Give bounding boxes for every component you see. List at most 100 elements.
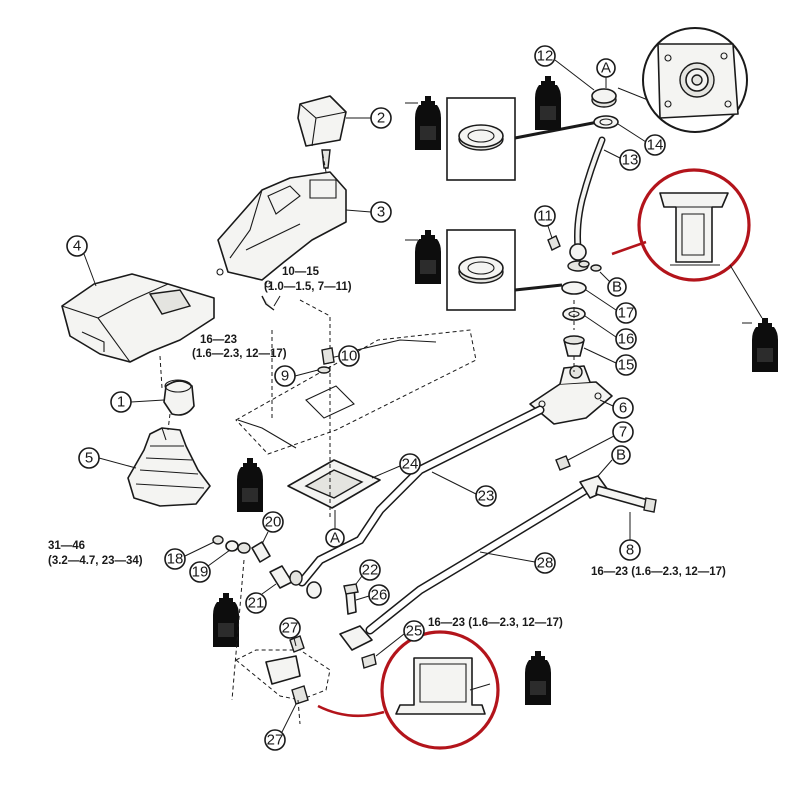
callout-16-label: 16 (618, 331, 635, 348)
callout-17-label: 17 (618, 305, 635, 322)
callout-28: 28 (534, 552, 556, 574)
part-bushing-upper (591, 88, 619, 129)
ref-mark-b-top: B (607, 277, 627, 297)
grease-bottle-icon (213, 593, 239, 647)
torque-spec-31-46-line1: 31—46 (48, 540, 85, 552)
callout-5: 5 (78, 447, 100, 469)
callout-1: 1 (110, 391, 132, 413)
callout-3: 3 (370, 201, 392, 223)
torque-spec-10-15-line2: (1.0—1.5, 7—11) (264, 281, 352, 293)
torque-spec-16-23-left-line2: (1.6—2.3, 12—17) (192, 348, 287, 360)
ref-mark-a-top-label: A (601, 60, 611, 77)
grease-bottle-icon (415, 96, 441, 150)
callout-24: 24 (399, 453, 421, 475)
grease-bottle-icon (535, 76, 561, 130)
detail-box-middle (446, 229, 563, 311)
callout-19: 19 (189, 561, 211, 583)
part-knob-cover (297, 95, 347, 169)
callout-8: 8 (619, 539, 641, 561)
part-shift-lever (567, 136, 606, 272)
part-bolt-11 (547, 235, 561, 251)
callout-24-label: 24 (402, 456, 419, 473)
callout-9-label: 9 (281, 368, 289, 385)
part-rear-console (61, 273, 215, 363)
part-dust-plate (287, 459, 381, 509)
callout-27-lower-label: 27 (267, 732, 284, 749)
torque-spec-10-15-line1: 10—15 (282, 266, 320, 278)
torque-spec-16-23-left-line1: 16—23 (200, 334, 237, 346)
callout-18-label: 18 (167, 551, 184, 568)
grease-bottle-icon (752, 318, 778, 372)
grease-bottle-icon (525, 651, 551, 705)
callout-27-upper-label: 27 (282, 620, 299, 637)
detail-magnifier-right (611, 168, 763, 319)
part-shift-knob (163, 379, 195, 416)
callout-15-label: 15 (618, 357, 635, 374)
detail-box-upper (446, 97, 599, 181)
callout-8-label: 8 (626, 542, 634, 559)
callout-22: 22 (359, 559, 381, 581)
torque-spec-16-23-left: 16—23 (1.6—2.3, 12—17) (192, 334, 287, 360)
ref-mark-b-lower-label: B (616, 447, 626, 464)
callout-25-label: 25 (406, 623, 423, 640)
callout-18: 18 (164, 548, 186, 570)
callout-23: 23 (475, 485, 497, 507)
torque-spec-16-23-right-line1: 16—23 (1.6—2.3, 12—17) (591, 566, 726, 578)
callout-2: 2 (370, 107, 392, 129)
part-clevis (579, 475, 657, 513)
torque-spec-16-23-bottom: 16—23 (1.6—2.3, 12—17) (428, 617, 563, 629)
part-boot (127, 427, 211, 507)
ref-mark-a-top: A (596, 58, 616, 78)
callout-6-label: 6 (619, 400, 627, 417)
callout-4-label: 4 (73, 238, 81, 255)
callout-11: 11 (534, 205, 556, 227)
ref-mark-a-bottom-label: A (330, 530, 340, 547)
callout-10-label: 10 (341, 348, 358, 365)
nut-10 (321, 347, 335, 365)
callout-3-label: 3 (377, 204, 385, 221)
torque-spec-10-15: 10—15 (1.0—1.5, 7—11) (264, 266, 352, 293)
callout-17: 17 (615, 302, 637, 324)
part-lower-joint (235, 583, 377, 725)
grease-bottle-icon (237, 458, 263, 512)
torque-spec-16-23-right: 16—23 (1.6—2.3, 12—17) (591, 566, 726, 578)
callout-20-label: 20 (265, 514, 282, 531)
part-bushings-left (212, 535, 322, 599)
callout-9: 9 (274, 365, 296, 387)
callout-7: 7 (612, 421, 634, 443)
callout-6: 6 (612, 397, 634, 419)
callout-26: 26 (368, 584, 390, 606)
callout-15: 15 (615, 354, 637, 376)
callout-23-label: 23 (478, 488, 495, 505)
torque-spec-16-23-bottom-line1: 16—23 (1.6—2.3, 12—17) (428, 617, 563, 629)
part-seat-rings (561, 260, 602, 357)
washer-9 (317, 366, 331, 374)
ref-mark-a-bottom: A (325, 528, 345, 548)
part-console (216, 171, 347, 288)
grease-bottle-icon (415, 230, 441, 284)
part-floor-plate (235, 329, 477, 455)
part-shifter-housing (529, 365, 613, 425)
callout-27-upper: 27 (279, 617, 301, 639)
callout-7-label: 7 (619, 424, 627, 441)
callout-14-label: 14 (647, 137, 664, 154)
callout-10: 10 (338, 345, 360, 367)
callout-13: 13 (619, 149, 641, 171)
callout-19-label: 19 (192, 564, 209, 581)
callout-26-label: 26 (371, 587, 388, 604)
callout-20: 20 (262, 511, 284, 533)
part-rod-28 (365, 481, 597, 635)
callout-1-label: 1 (117, 394, 125, 411)
ref-mark-b-top-label: B (612, 279, 622, 296)
torque-spec-31-46-line2: (3.2—4.7, 23—34) (48, 555, 143, 567)
callout-28-label: 28 (537, 555, 554, 572)
callout-22-label: 22 (362, 562, 379, 579)
detail-magnifier-top (617, 27, 748, 133)
callout-25: 25 (403, 620, 425, 642)
callout-21: 21 (245, 592, 267, 614)
callout-27-lower: 27 (264, 729, 286, 751)
callout-12: 12 (534, 45, 556, 67)
callout-11-label: 11 (537, 208, 553, 225)
